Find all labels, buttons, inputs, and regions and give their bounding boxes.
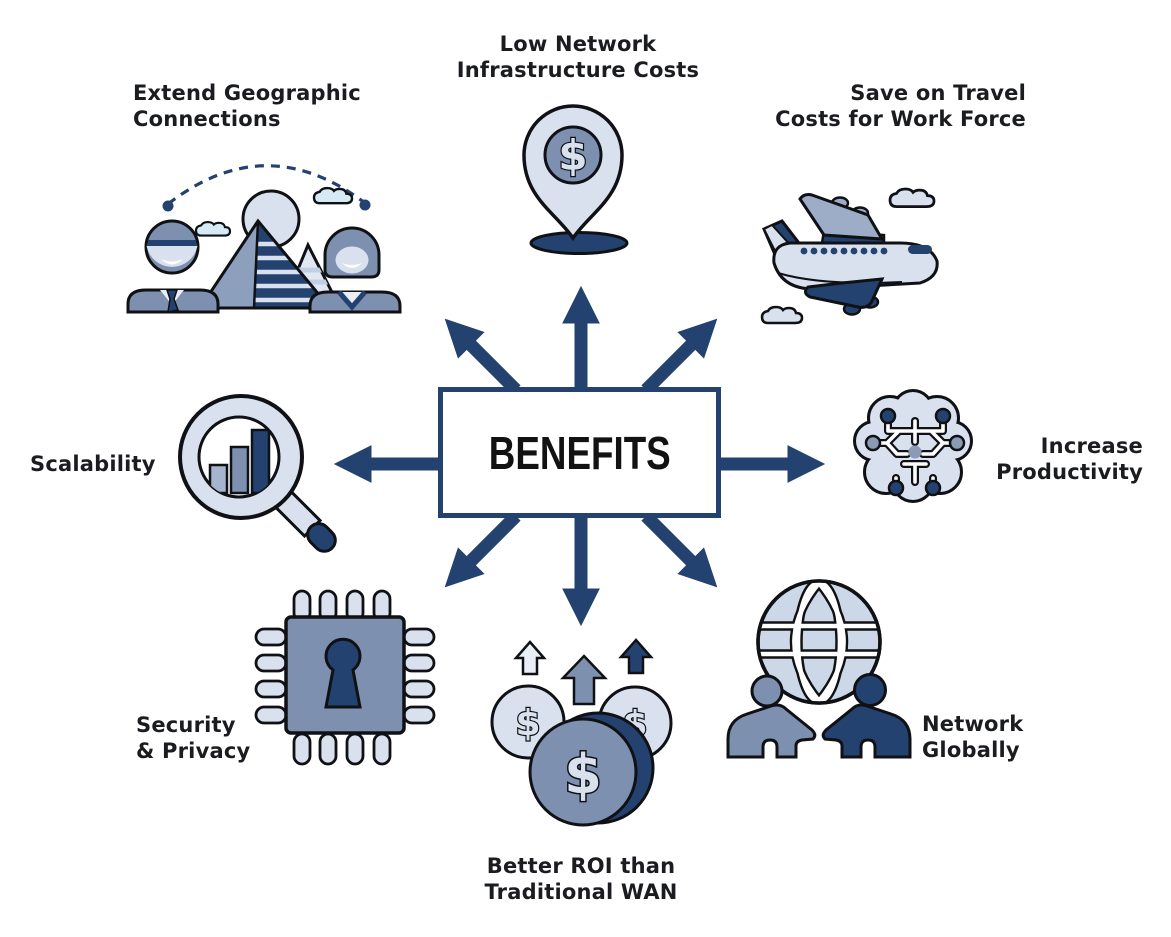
dollar-sign: $: [558, 131, 587, 180]
benefits-center-box: BENEFITS: [438, 387, 721, 518]
arrow-down-right: [641, 511, 718, 588]
person-right: [821, 673, 912, 759]
windows: [800, 247, 888, 255]
chip-keyhole-icon: [254, 589, 436, 766]
dashed-connection-arc: [162, 164, 371, 212]
arrow-down-left: [444, 511, 521, 588]
dollar-sign: $: [564, 743, 602, 806]
top-wing: [798, 193, 886, 245]
globe-handshake-icon: [726, 579, 912, 759]
magnifier-handle: [274, 490, 337, 553]
cockpit-window: [908, 245, 932, 254]
pin-base-shadow: [529, 231, 629, 255]
bar-chart: [208, 428, 271, 495]
man-figure: [126, 219, 220, 314]
circuit-nodes: [864, 407, 966, 497]
benefit-label-low-network: Low Network Infrastructure Costs: [456, 32, 700, 83]
benefit-label-better-roi: Better ROI than Traditional WAN: [484, 854, 678, 905]
arrow-up-left: [444, 318, 521, 395]
dollar-sign: $: [515, 703, 540, 744]
arrow-up-right: [641, 318, 718, 395]
benefit-label-scalability: Scalability: [30, 452, 156, 476]
coins-growth-icon: $ $ $: [490, 638, 673, 827]
cloud-icon: [760, 305, 804, 325]
benefit-label-save-travel: Save on Travel Costs for Work Force: [775, 81, 1026, 132]
benefit-label-extend-geographic: Extend Geographic Connections: [133, 81, 361, 132]
airplane-icon: [760, 187, 939, 325]
growth-arrows: [513, 638, 654, 706]
magnifier-bar-chart-icon: [178, 394, 337, 553]
benefit-label-increase-productivity: Increase Productivity: [996, 434, 1143, 485]
benefit-label-network-globally: Network Globally: [922, 712, 1024, 763]
brain-circuit-icon: [853, 389, 973, 503]
fuselage: [772, 241, 939, 291]
bottom-wing: [803, 277, 885, 316]
woman-figure: [308, 226, 402, 314]
keyhole: [324, 637, 362, 709]
dollar-location-pin-icon: $: [522, 104, 629, 255]
cloud-icon: [888, 187, 936, 208]
benefit-label-security-privacy: Security & Privacy: [136, 713, 251, 764]
people-pyramids-connection-icon: [126, 164, 402, 314]
coin: [528, 717, 638, 827]
person-left: [726, 674, 817, 759]
cloud-icon: [194, 220, 232, 237]
diagram-title: BENEFITS: [488, 426, 671, 479]
